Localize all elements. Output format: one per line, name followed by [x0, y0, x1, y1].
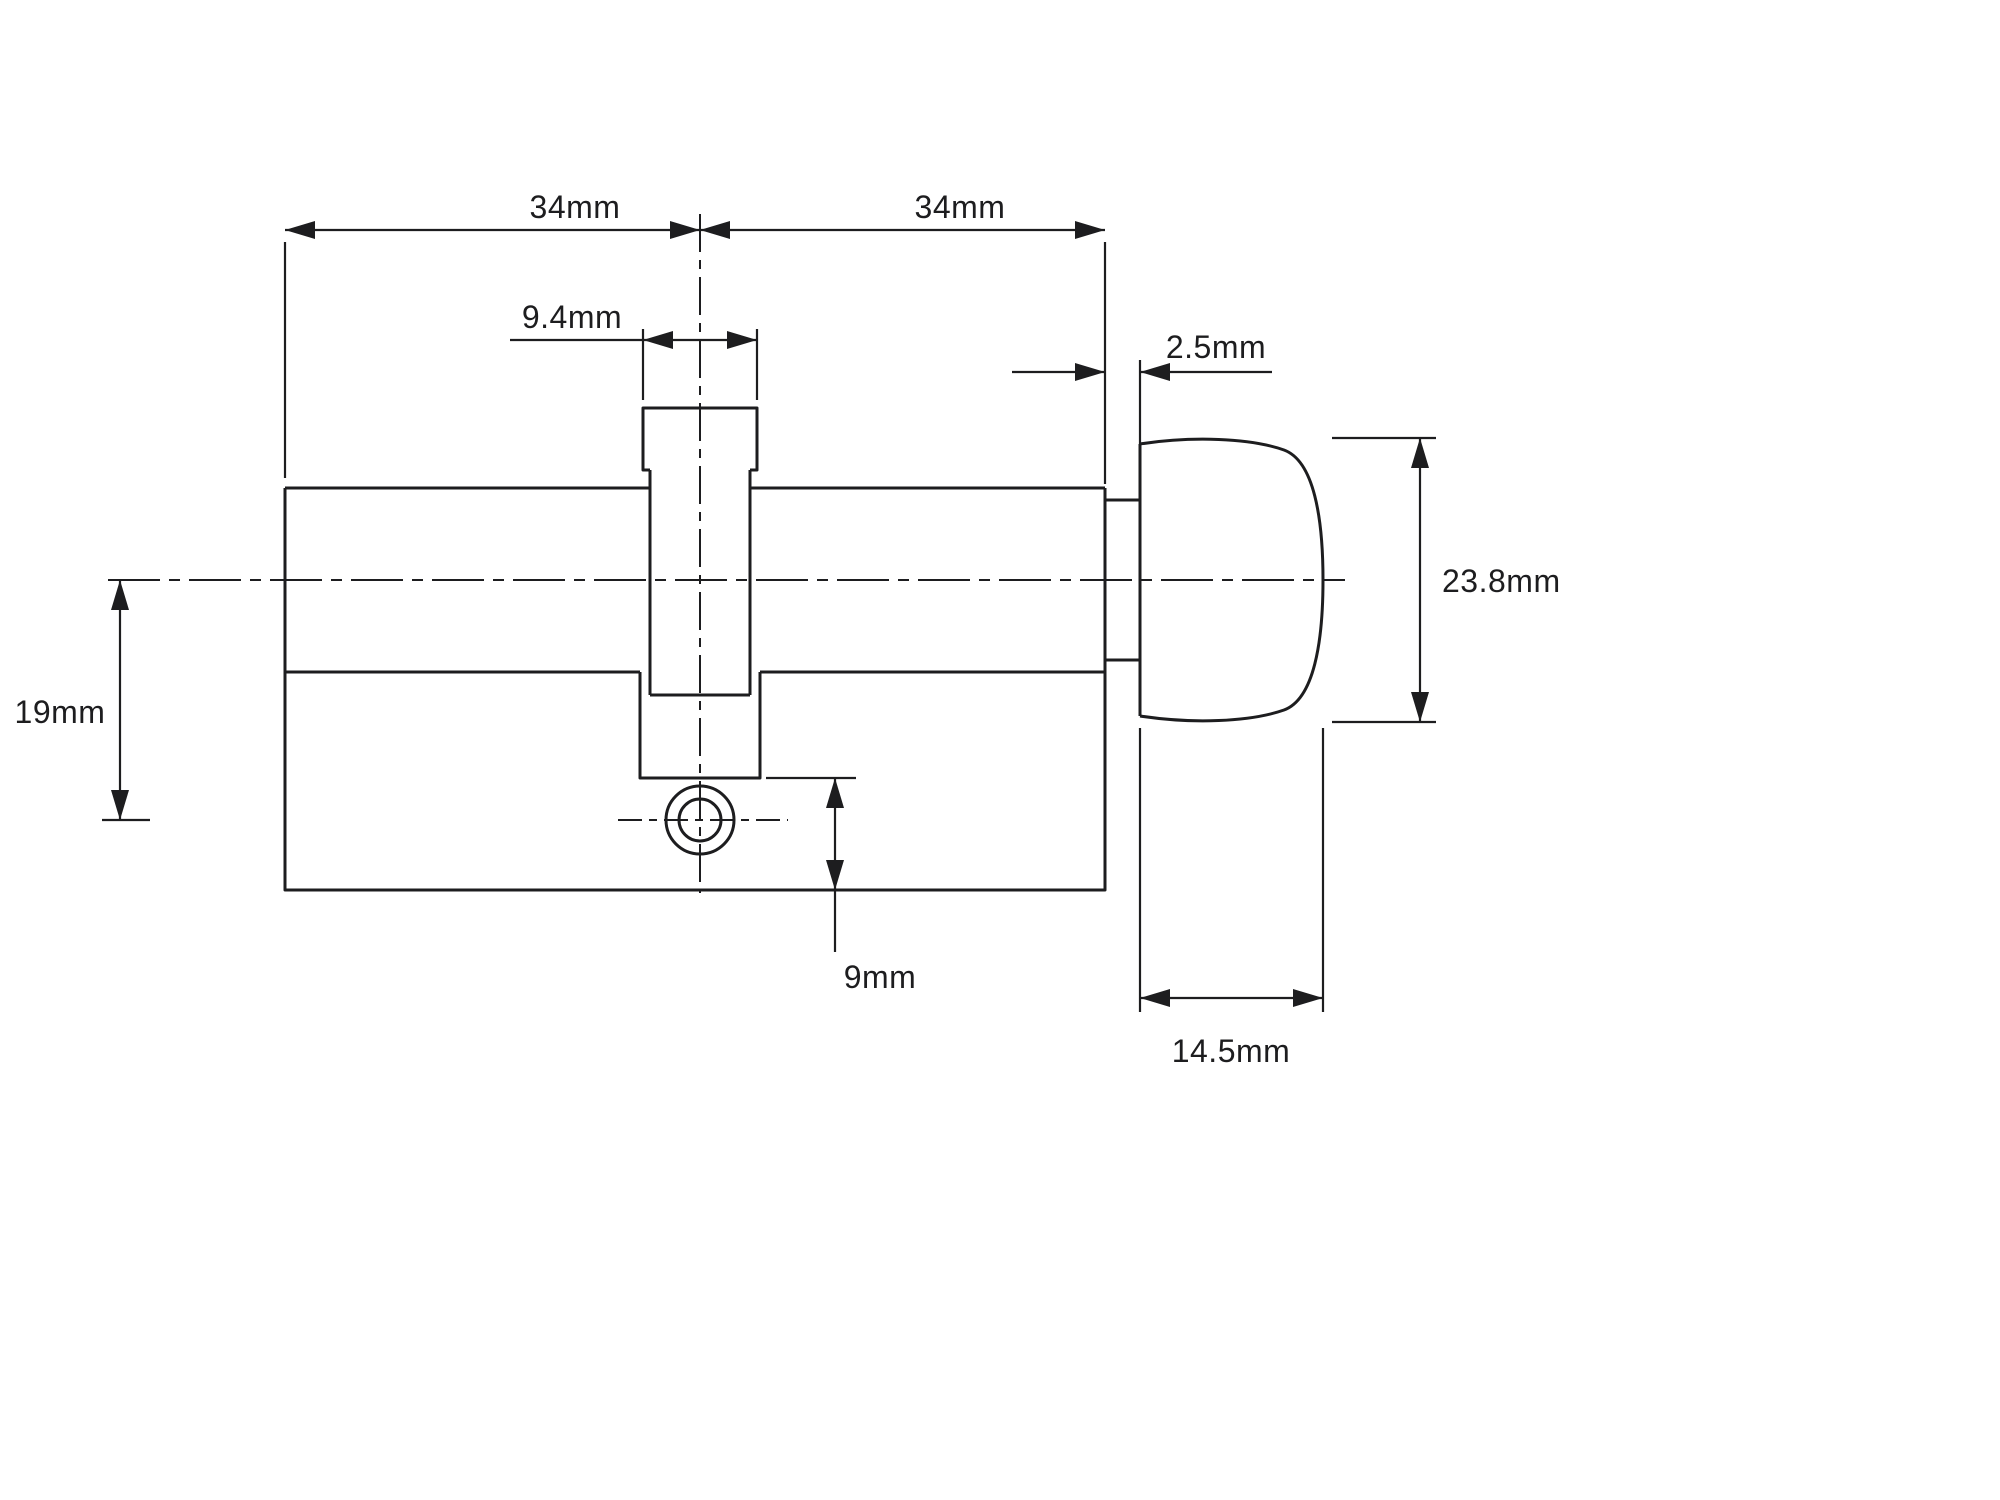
dimension-labels: 34mm 34mm 9.4mm 2.5mm 23.8mm 19mm 9mm 14… [15, 189, 1561, 1069]
arrowhead-bottom [1411, 692, 1429, 722]
label-left-34mm: 34mm [530, 189, 621, 225]
arrowhead-top [1411, 438, 1429, 468]
arrowhead-left [285, 221, 315, 239]
body-left-bottom-right-edge [283, 488, 1107, 892]
dimension-collar-2point5mm [1012, 360, 1272, 492]
screw-hole-outer-circle [664, 784, 736, 856]
arrowhead-top [111, 580, 129, 610]
arrowhead-left [1140, 989, 1170, 1007]
screw-hole-inner-circle [677, 797, 723, 843]
cam-outline [638, 406, 762, 780]
arrowhead-right [670, 221, 700, 239]
arrowhead-bottom [111, 790, 129, 820]
centerlines [108, 214, 1345, 893]
dimension-cam-base-9mm [766, 776, 856, 952]
dimension-axis-19mm [102, 580, 150, 822]
dimension-thumbturn-14point5mm [1138, 728, 1325, 1012]
arrowhead-right [1075, 221, 1105, 239]
cylinder-body-outline [283, 486, 1107, 892]
cam-follower-lower [638, 672, 762, 780]
thumbturn-knob-profile [1139, 437, 1325, 723]
label-axis-19mm: 19mm [15, 694, 106, 730]
dimension-right-34mm [700, 221, 1107, 484]
cam-top-tab [641, 406, 759, 472]
label-thumbturn-14point5mm: 14.5mm [1172, 1033, 1291, 1069]
label-cam-9point4mm: 9.4mm [522, 299, 622, 335]
arrowhead-bottom [826, 860, 844, 890]
label-9mm: 9mm [844, 959, 917, 995]
arrowhead-left [1075, 363, 1105, 381]
label-collar-2point5mm: 2.5mm [1166, 329, 1266, 365]
arrowhead-left [700, 221, 730, 239]
label-thumbturn-23point8mm: 23.8mm [1442, 563, 1561, 599]
dimension-cam-9point4mm [510, 329, 759, 400]
arrowhead-right [1140, 363, 1170, 381]
fixing-screw-hole [664, 784, 736, 856]
dimension-thumbturn-23point8mm [1332, 436, 1436, 724]
dimension-left-34mm [283, 221, 700, 478]
arrowhead-right [1293, 989, 1323, 1007]
arrowhead-left [643, 331, 673, 349]
arrowhead-top [826, 778, 844, 808]
arrowhead-right [727, 331, 757, 349]
label-right-34mm: 34mm [915, 189, 1006, 225]
